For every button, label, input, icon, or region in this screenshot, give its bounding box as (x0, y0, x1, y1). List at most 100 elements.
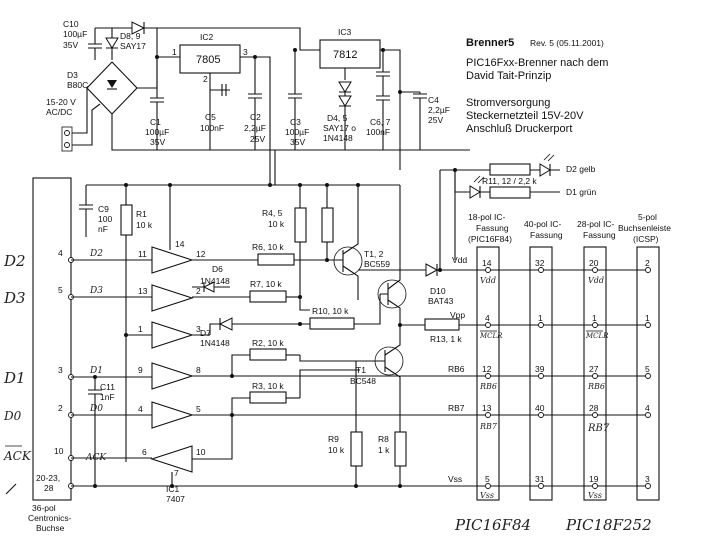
d89-label-1: D8, 9 (120, 31, 141, 41)
led-indicators: R11, 12 / 2,2 k D2 gelb D1 grün (440, 153, 597, 260)
centronics-pin-gnd-label-2: 28 (44, 483, 54, 493)
centronics-pin-gnd-label-1: 20-23, (36, 473, 60, 483)
led-d2-label: D2 gelb (566, 164, 596, 174)
rb6-hand-1: RB6 (479, 382, 497, 391)
vpp-pin-3: 1 (592, 313, 597, 323)
r6-resistor (257, 253, 295, 266)
input-pin-2 (64, 142, 70, 148)
vpp-pin-2: 1 (538, 313, 543, 323)
c67-label-2: 100nF (366, 127, 390, 137)
centronics-connector: 36-pol Centronics- Buchse 4 5 3 2 10 20-… (3, 177, 107, 533)
transistor-t12 (333, 185, 363, 285)
d7-label-2: 1N4148 (200, 338, 230, 348)
c9-label-3: nF (98, 224, 108, 234)
signal-rb6: RB6 (448, 364, 465, 374)
r9-resistor (350, 431, 363, 467)
vss-pin-3: 19 (589, 474, 599, 484)
r11-resistor (489, 163, 531, 176)
transistor-t2b (377, 185, 407, 325)
capacitor-c10 (88, 43, 102, 60)
socket4-header-1: 5-pol (638, 212, 657, 222)
t12-label-1: T1, 2 (364, 249, 384, 259)
c10-label-3: 35V (63, 40, 78, 50)
hand-d1: D1 (3, 369, 26, 387)
input-jack (61, 126, 73, 152)
socket4-header-2: Buchsenleiste (618, 223, 671, 233)
socket-row-vpp: 4 1 1 1 MCLR MCLR (479, 313, 651, 340)
vdd-pin-1: 14 (482, 258, 492, 268)
r7-label: R7, 10 k (250, 279, 282, 289)
centronics-pin-3-label: 3 (58, 365, 63, 375)
gate-pin-2: 2 (196, 286, 201, 296)
vss-hand-1: Vss (480, 491, 494, 500)
c1-label-3: 35V (150, 137, 165, 147)
r3-resistor (249, 391, 287, 404)
title-rev: Rev. 5 (05.11.2001) (530, 38, 604, 48)
c1-label-1: C1 (150, 117, 161, 127)
gate-pin-13: 13 (138, 286, 148, 296)
d6-label-1: D6 (212, 264, 223, 274)
centronics-label-2: Centronics- (28, 513, 72, 523)
r5-resistor (321, 207, 334, 243)
gate-pin-5: 5 (196, 404, 201, 414)
r12-resistor (489, 186, 531, 199)
transistor-t1 (360, 325, 404, 432)
c5-label-1: C5 (205, 112, 216, 122)
socket-row-vdd: 14 32 20 2 Vdd Vdd (480, 258, 651, 285)
centronics-label-3: Buchse (36, 523, 65, 533)
c5-label-2: 100nF (200, 123, 224, 133)
socket1-header-2: Fassung (476, 223, 509, 233)
input-voltage: 15-20 V (46, 97, 76, 107)
hand-ack: ACK (3, 449, 32, 463)
signal-vdd: Vdd (452, 255, 467, 265)
r6-label: R6, 10 k (252, 242, 284, 252)
rb7-pin-2: 40 (535, 403, 545, 413)
title-block: Brenner5 Rev. 5 (05.11.2001) PIC16Fxx-Br… (466, 37, 608, 135)
ic2-pin3: 3 (243, 47, 248, 57)
d6-label-2: 1N4148 (200, 276, 230, 286)
c10-label-1: C10 (63, 19, 79, 29)
r1-label-1: R1 (136, 209, 147, 219)
ic2-name: IC2 (200, 32, 214, 42)
input-pin-1 (64, 130, 70, 136)
r45-label-2: 10 k (268, 219, 285, 229)
c4-label-3: 25V (428, 115, 443, 125)
ic1-label-2: 7407 (166, 494, 185, 504)
vpp-pin-4: 1 (645, 313, 650, 323)
r2-resistor (249, 348, 287, 361)
r7-resistor (249, 290, 287, 303)
vpp-hand-1: MCLR (479, 332, 503, 340)
c2-label-1: C2 (250, 112, 261, 122)
gate-pin-1: 1 (138, 324, 143, 334)
signal-vss: Vss (448, 474, 462, 484)
centronics-pin-2-label: 2 (58, 403, 63, 413)
ic3-name: IC3 (338, 27, 352, 37)
r45-label-1: R4, 5 (262, 208, 283, 218)
d89-label-2: SAY17 (120, 41, 146, 51)
c1-label-2: 100µF (145, 127, 169, 137)
rb7-pin-3: 28 (589, 403, 599, 413)
hand-d0: D0 (3, 409, 22, 423)
c67-label-1: C6, 7 (370, 117, 391, 127)
gate-pin-9: 9 (138, 365, 143, 375)
diode-d9 (105, 28, 119, 60)
d10-label-2: BAT43 (428, 296, 454, 306)
socket3-header-2: Fassung (583, 230, 616, 240)
socket1-header-1: 18-pol IC- (468, 212, 505, 222)
gate-pin-7: 7 (174, 468, 179, 478)
diode-d8 (131, 21, 146, 35)
supply-heading: Stromversorgung (466, 97, 550, 109)
socket2-header-1: 40-pol IC- (524, 219, 561, 229)
title-line1: PIC16Fxx-Brenner nach dem (466, 57, 608, 69)
r1-label-2: 10 k (136, 220, 153, 230)
r1-resistor (120, 204, 133, 236)
inner-d1: D1 (89, 366, 103, 376)
c3-label-3: 35V (290, 137, 305, 147)
centronics-label-1: 36-pol (32, 503, 56, 513)
d10-label-1: D10 (430, 286, 446, 296)
vpp-hand-3: MCLR (585, 332, 609, 340)
gate-pin-4: 4 (138, 404, 143, 414)
ic3-7812 (319, 39, 381, 69)
rb7-pin-1: 13 (482, 403, 492, 413)
